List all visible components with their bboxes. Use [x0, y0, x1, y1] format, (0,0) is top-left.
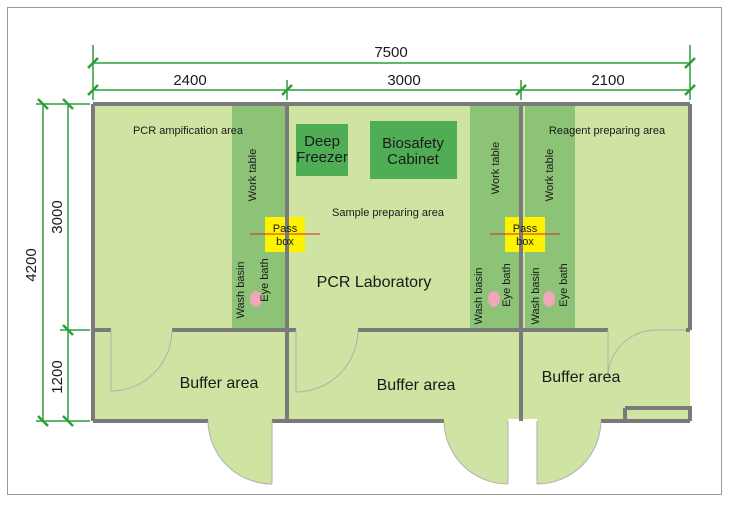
dimension-ticks: [37, 57, 696, 427]
label-pcr-amplification-area: PCR ampification area: [133, 125, 244, 137]
label-eye-bath-right: Eye bath: [558, 263, 570, 306]
label-buffer-area-mid: Buffer area: [377, 377, 456, 394]
label-reagent-preparing-area: Reagent preparing area: [549, 125, 666, 137]
label-wash-basin-right: Wash basin: [530, 267, 542, 324]
label-biosafety-1: Biosafety: [382, 135, 444, 152]
label-sample-preparing-area: Sample preparing area: [332, 207, 445, 219]
label-pass-box-left-2: box: [276, 236, 294, 248]
label-wash-basin-mid: Wash basin: [473, 267, 485, 324]
dim-total-height: 4200: [23, 248, 40, 281]
label-eye-bath-mid: Eye bath: [501, 263, 513, 306]
label-wash-basin-left: Wash basin: [235, 261, 247, 318]
label-buffer-area-left: Buffer area: [180, 375, 259, 392]
dim-seg-right: 2100: [591, 72, 624, 89]
dim-seg-left: 2400: [173, 72, 206, 89]
label-eye-bath-left: Eye bath: [259, 258, 271, 301]
label-pass-box-left-1: Pass: [273, 223, 298, 235]
label-work-table-left: Work table: [247, 149, 259, 201]
wash-basin-mid-icon: [488, 291, 500, 307]
wash-basin-right-icon: [543, 291, 555, 307]
wash-basin-left-icon: [250, 291, 262, 307]
label-work-table-right: Work table: [544, 149, 556, 201]
label-deep-freezer-1: Deep: [304, 133, 340, 150]
dim-seg-mid: 3000: [387, 72, 420, 89]
label-pcr-laboratory: PCR Laboratory: [317, 274, 432, 291]
label-pass-box-right-2: box: [516, 236, 534, 248]
label-pass-box-right-1: Pass: [513, 223, 538, 235]
label-work-table-mid: Work table: [490, 142, 502, 194]
label-buffer-area-right: Buffer area: [542, 369, 621, 386]
door-swing-left: [207, 419, 272, 484]
deep-freezer: [296, 124, 348, 176]
label-biosafety-2: Cabinet: [387, 151, 440, 168]
biosafety-cabinet: [370, 121, 457, 179]
walls: [91, 102, 692, 423]
door-swing-right: [537, 419, 602, 484]
doors: [110, 329, 686, 485]
dim-lower-height: 1200: [49, 360, 66, 393]
dim-upper-height: 3000: [49, 200, 66, 233]
label-deep-freezer-2: Freezer: [296, 149, 348, 166]
dim-total-width: 7500: [374, 44, 407, 61]
door-swing-mid: [443, 419, 508, 484]
dimension-lines: [36, 45, 691, 422]
